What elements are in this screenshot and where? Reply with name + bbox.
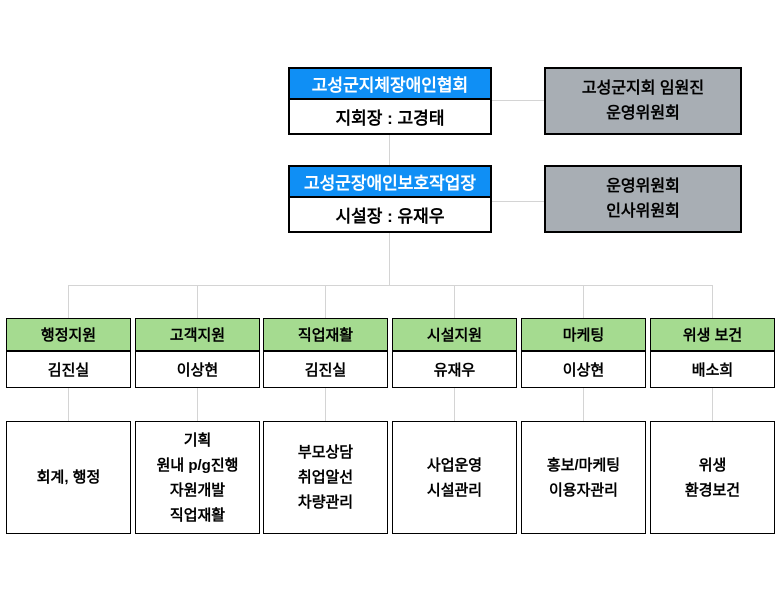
connector-stub-down-dept-2 (197, 285, 198, 318)
dept-tasks-admin-support: 회계, 행정 (6, 421, 131, 534)
workshop-leader: 시설장 : 유재우 (335, 207, 445, 226)
connector-stub-task-2 (197, 387, 198, 421)
connector-workshop-to-distributor (389, 233, 390, 285)
dept-tasks-marketing: 홍보/마케팅 이용자관리 (521, 421, 646, 534)
dept-header-customer-support: 고객지원 (135, 318, 260, 351)
dept-tasks-hygiene-health: 위생 환경보건 (650, 421, 775, 534)
connector-stub-task-1 (68, 387, 69, 421)
dept-manager-facility-support: 유재우 (392, 350, 517, 388)
connector-stub-task-4 (454, 387, 455, 421)
dept-tasks-facility-support: 사업운영 시설관리 (392, 421, 517, 534)
dept-manager-marketing: 이상현 (521, 350, 646, 388)
dept-header-facility-support: 시설지원 (392, 318, 517, 351)
connector-stub-down-dept-4 (454, 285, 455, 318)
dept-manager-hygiene-health: 배소희 (650, 350, 775, 388)
connector-stub-down-dept-6 (712, 285, 713, 318)
dept-header-admin-support: 행정지원 (6, 318, 131, 351)
connector-association-to-workshop (389, 135, 390, 165)
workshop-box: 고성군장애인보호작업장 시설장 : 유재우 (288, 165, 492, 233)
dept-tasks-customer-support: 기획 원내 p/g진행 자원개발 직업재활 (135, 421, 260, 534)
dept-tasks-vocational-rehab: 부모상담 취업알선 차량관리 (263, 421, 388, 534)
dept-manager-admin-support: 김진실 (6, 350, 131, 388)
connector-stub-task-3 (325, 387, 326, 421)
association-box: 고성군지체장애인협회 지회장 : 고경태 (288, 67, 492, 135)
connector-stub-down-dept-1 (68, 285, 69, 318)
workshop-title: 고성군장애인보호작업장 (290, 167, 490, 198)
dept-manager-vocational-rehab: 김진실 (263, 350, 388, 388)
connector-workshop-to-committee (492, 201, 544, 202)
connector-stub-task-6 (712, 387, 713, 421)
dept-header-hygiene-health: 위생 보건 (650, 318, 775, 351)
dept-header-vocational-rehab: 직업재활 (263, 318, 388, 351)
association-title: 고성군지체장애인협회 (290, 69, 490, 100)
association-committee-box: 고성군지회 임원진 운영위원회 (544, 67, 742, 135)
connector-association-to-committee (492, 100, 544, 101)
connector-distributor-bar (68, 285, 713, 286)
dept-header-marketing: 마케팅 (521, 318, 646, 351)
connector-stub-task-5 (583, 387, 584, 421)
association-leader: 지회장 : 고경태 (335, 109, 445, 128)
dept-manager-customer-support: 이상현 (135, 350, 260, 388)
connector-stub-down-dept-5 (583, 285, 584, 318)
connector-stub-down-dept-3 (325, 285, 326, 318)
workshop-committee-box: 운영위원회 인사위원회 (544, 165, 742, 233)
